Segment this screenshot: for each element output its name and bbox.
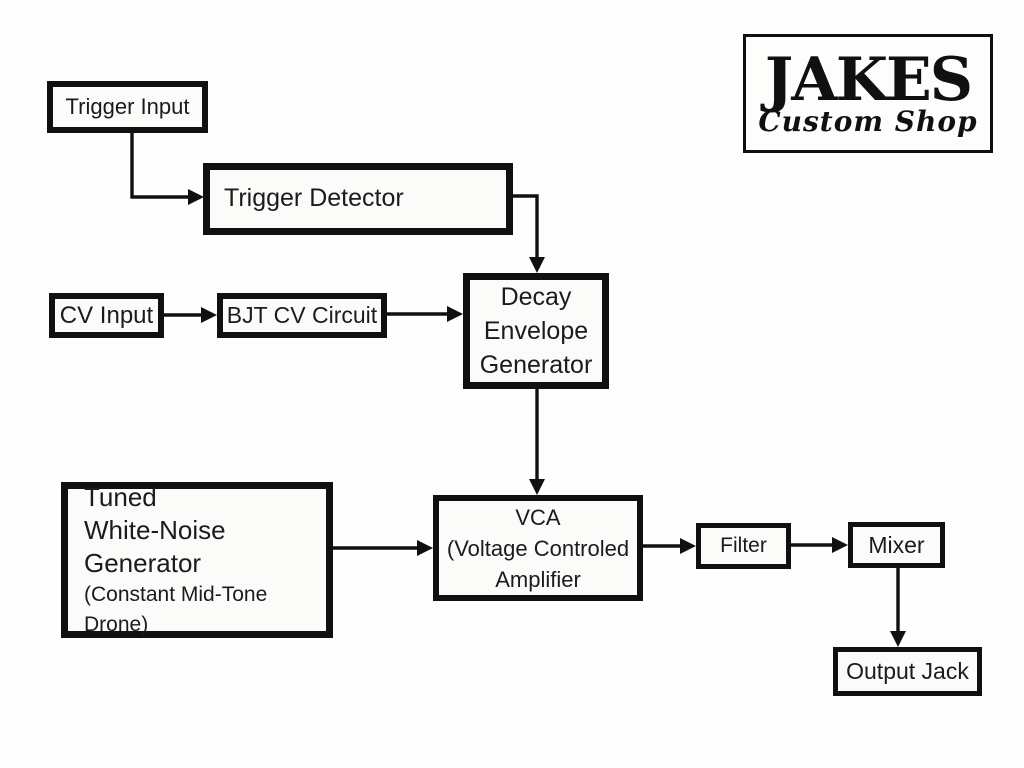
node-trigger-input: Trigger Input xyxy=(47,81,208,133)
node-mixer: Mixer xyxy=(848,522,945,568)
arrow-cv-input-to-bjt xyxy=(164,307,217,323)
node-trigger-input-label: Trigger Input xyxy=(65,94,190,120)
node-mixer-label: Mixer xyxy=(868,531,925,558)
node-filter-label: Filter xyxy=(720,533,767,557)
arrow-mixer-to-output-jack xyxy=(890,568,906,647)
node-bjt-cv-circuit: BJT CV Circuit xyxy=(217,293,387,338)
node-cv-input: CV Input xyxy=(49,293,164,338)
node-vca: VCA (Voltage Controled Amplifier xyxy=(433,495,643,601)
node-tuned-white-noise-generator: Tuned White-Noise Generator (Constant Mi… xyxy=(61,482,333,638)
logo-title: JAKES xyxy=(764,44,973,115)
jakes-custom-shop-logo: JAKES Custom Shop xyxy=(743,34,993,153)
node-bjt-cv-circuit-label: BJT CV Circuit xyxy=(226,302,378,329)
node-trigger-detector-label: Trigger Detector xyxy=(224,184,404,213)
node-filter: Filter xyxy=(696,523,791,569)
node-output-jack: Output Jack xyxy=(833,647,982,696)
arrow-decay-to-vca xyxy=(529,389,545,495)
arrow-tuned-to-vca xyxy=(333,540,433,556)
node-cv-input-label: CV Input xyxy=(59,301,154,329)
node-output-jack-label: Output Jack xyxy=(846,658,969,685)
arrow-trigger-detector-to-decay xyxy=(513,194,545,273)
node-tuned-note: (Constant Mid-Tone Drone) xyxy=(84,582,268,636)
arrow-bjt-to-decay xyxy=(387,306,463,322)
node-decay-envelope-generator: Decay Envelope Generator xyxy=(463,273,609,389)
node-tuned-label: Tuned White-Noise Generator xyxy=(84,481,226,578)
arrow-filter-to-mixer xyxy=(791,537,848,553)
arrow-trigger-input-to-trigger-detector xyxy=(130,133,204,205)
node-vca-label: VCA (Voltage Controled Amplifier xyxy=(446,504,630,592)
node-trigger-detector: Trigger Detector xyxy=(203,163,513,235)
arrow-vca-to-filter xyxy=(643,538,696,554)
logo-subtitle: Custom Shop xyxy=(758,104,978,138)
node-decay-label: Decay Envelope Generator xyxy=(479,283,593,379)
